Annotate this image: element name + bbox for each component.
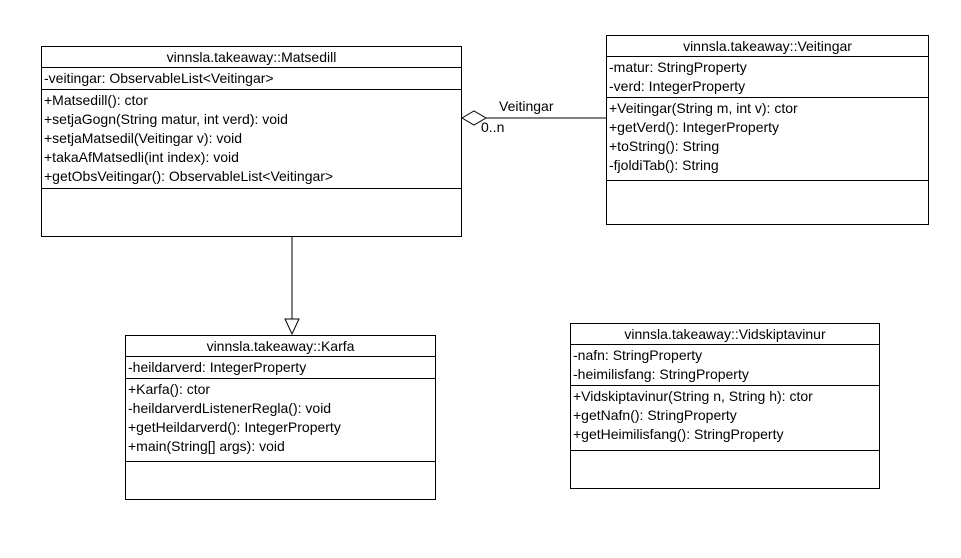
operations-section: +Veitingar(String m, int v): ctor +getVe… (607, 98, 928, 181)
attribute: -matur: StringProperty (609, 59, 747, 75)
operation: +takaAfMatsedli(int index): void (44, 149, 239, 165)
empty-section (126, 462, 435, 464)
class-box-karfa[interactable]: vinnsla.takeaway::Karfa -heildarverd: In… (125, 335, 436, 500)
attribute: -veitingar: ObservableList<Veitingar> (44, 70, 274, 86)
attributes-section: -nafn: StringProperty -heimilisfang: Str… (571, 345, 879, 386)
attributes-section: -veitingar: ObservableList<Veitingar> (42, 68, 461, 90)
operation: +getVerd(): IntegerProperty (609, 119, 780, 135)
operation: +getNafn(): StringProperty (573, 407, 737, 423)
empty-section (42, 189, 461, 191)
association-role-label: Veitingar (499, 98, 554, 114)
operation: +getHeildarverd(): IntegerProperty (128, 419, 341, 435)
attribute: -heildarverd: IntegerProperty (128, 359, 307, 375)
attribute: -nafn: StringProperty (573, 347, 703, 363)
attributes-section: -matur: StringProperty -verd: IntegerPro… (607, 57, 928, 98)
operation: +toString(): String (609, 138, 720, 154)
operation: +Karfa(): ctor (128, 381, 211, 397)
association-multiplicity-label: 0..n (481, 119, 505, 135)
class-name: vinnsla.takeaway::Vidskiptavinur (571, 324, 879, 345)
operation: +getHeimilisfang(): StringProperty (573, 426, 784, 442)
attribute: -verd: IntegerProperty (609, 78, 746, 94)
class-box-matsedill[interactable]: vinnsla.takeaway::Matsedill -veitingar: … (41, 46, 462, 237)
attribute: -heimilisfang: StringProperty (573, 366, 749, 382)
generalization-arrowhead (284, 318, 300, 336)
operation: +main(String[] args): void (128, 438, 285, 454)
class-box-vidskiptavinur[interactable]: vinnsla.takeaway::Vidskiptavinur -nafn: … (570, 323, 880, 489)
class-name: vinnsla.takeaway::Karfa (126, 336, 435, 357)
operation: -heildarverdListenerRegla(): void (128, 400, 332, 416)
operations-section: +Karfa(): ctor -heildarverdListenerRegla… (126, 379, 435, 462)
operation: +Veitingar(String m, int v): ctor (609, 100, 798, 116)
operation: +Matsedill(): ctor (44, 92, 148, 108)
empty-section (607, 181, 928, 183)
operation: -fjoldiTab(): String (609, 157, 719, 173)
aggregation-diamond (461, 110, 487, 126)
empty-section (571, 451, 879, 453)
operation: +setjaMatsedil(Veitingar v): void (44, 130, 243, 146)
operation: +setjaGogn(String matur, int verd): void (44, 111, 288, 127)
operation: +Vidskiptavinur(String n, String h): cto… (573, 388, 813, 404)
operation: +getObsVeitingar(): ObservableList<Veiti… (44, 168, 334, 184)
class-name: vinnsla.takeaway::Veitingar (607, 36, 928, 57)
operations-section: +Matsedill(): ctor +setjaGogn(String mat… (42, 90, 461, 189)
class-box-veitingar[interactable]: vinnsla.takeaway::Veitingar -matur: Stri… (606, 35, 929, 225)
attributes-section: -heildarverd: IntegerProperty (126, 357, 435, 379)
class-name: vinnsla.takeaway::Matsedill (42, 47, 461, 68)
operations-section: +Vidskiptavinur(String n, String h): cto… (571, 386, 879, 451)
